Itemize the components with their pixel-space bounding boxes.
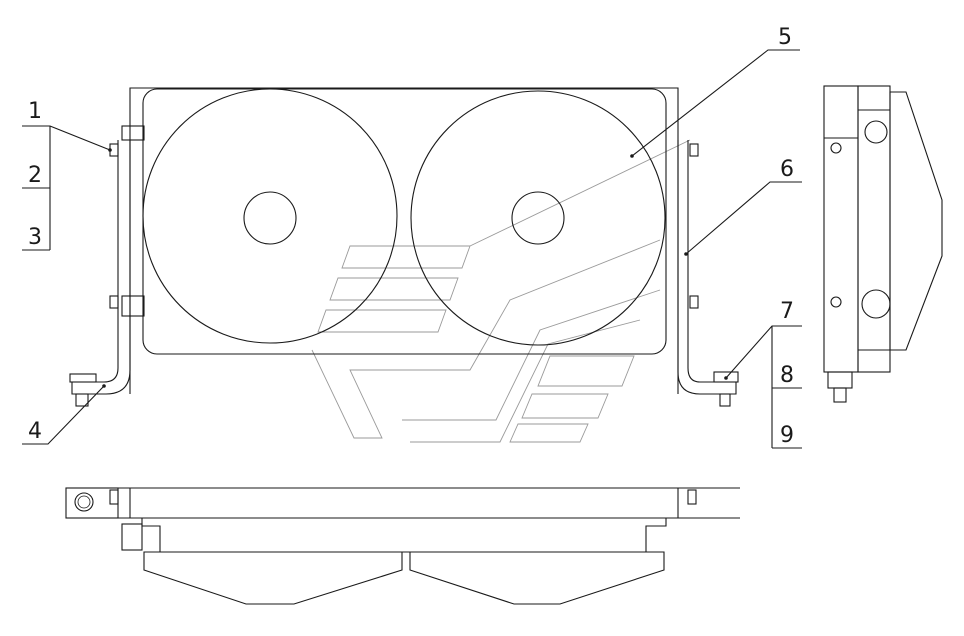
right-fan	[410, 90, 666, 346]
leader-lines	[22, 49, 802, 449]
callout-labels: 1 2 3 4 5 6 7 8 9	[28, 25, 794, 448]
side-hole-bottom	[861, 289, 891, 319]
callout-6: 6	[780, 157, 794, 182]
callout-2: 2	[28, 163, 42, 188]
mount-hole	[74, 492, 94, 512]
side-hole-top	[864, 120, 888, 144]
callout-4: 4	[28, 419, 42, 444]
callout-7: 7	[780, 299, 794, 324]
left-fan	[142, 88, 398, 344]
callout-3: 3	[28, 225, 42, 250]
callout-8: 8	[780, 363, 794, 388]
callout-9: 9	[780, 423, 794, 448]
watermark-logo	[311, 139, 691, 443]
right-bracket	[677, 140, 739, 407]
callout-1: 1	[28, 99, 42, 124]
right-fan-hub	[511, 191, 565, 245]
bottom-view	[65, 487, 740, 605]
side-view	[823, 85, 943, 403]
front-view	[69, 87, 739, 407]
callout-5: 5	[778, 25, 792, 50]
left-fan-hub	[243, 191, 297, 245]
left-bracket	[69, 125, 145, 407]
